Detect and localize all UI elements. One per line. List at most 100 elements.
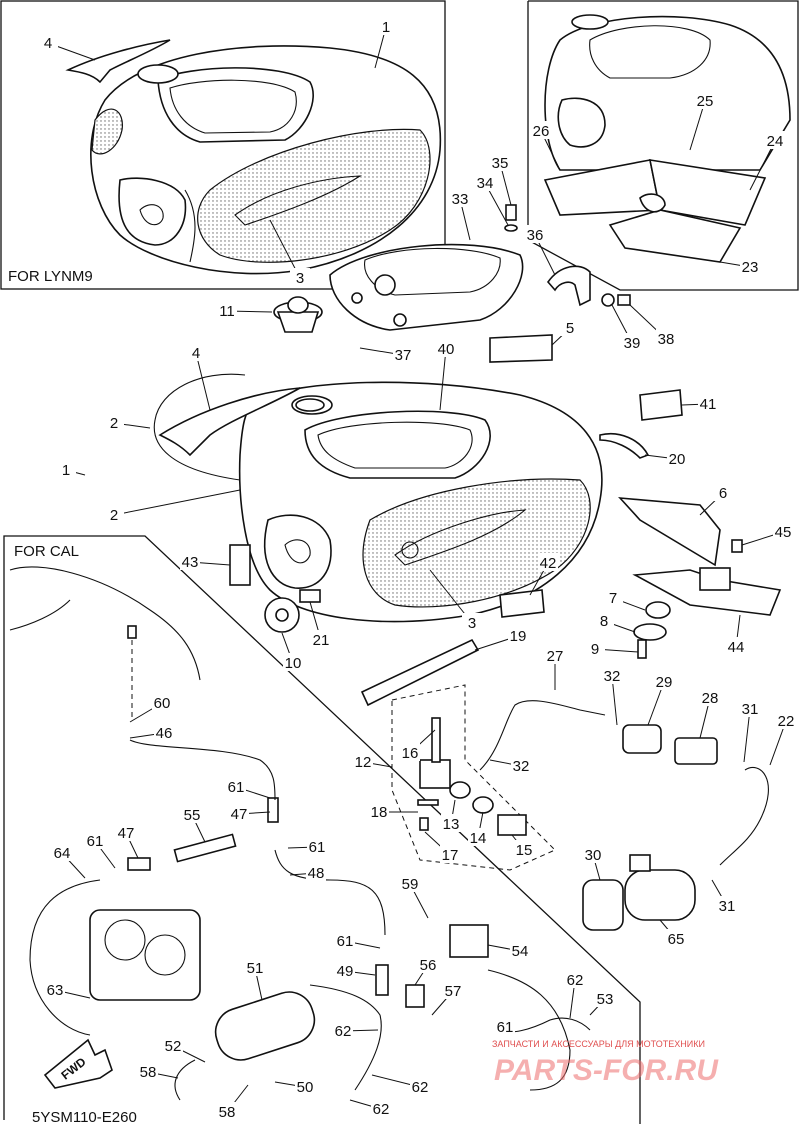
part-callout-number: 46 bbox=[156, 725, 173, 742]
part-callout-number: 19 bbox=[510, 628, 527, 645]
part-callout-number: 31 bbox=[742, 701, 759, 718]
part-callout-number: 40 bbox=[438, 341, 455, 358]
part-callout-number: 23 bbox=[742, 259, 759, 276]
inset-cal: FOR CAL bbox=[3, 535, 641, 1124]
part-callout-number: 27 bbox=[547, 648, 564, 665]
callout-background bbox=[400, 874, 420, 892]
part-callout-number: 58 bbox=[219, 1104, 236, 1121]
part-callout-number: 42 bbox=[540, 555, 557, 572]
callout-background bbox=[104, 505, 124, 523]
callout-leader bbox=[195, 352, 211, 411]
callout-background bbox=[666, 929, 686, 947]
callout-background bbox=[335, 961, 355, 979]
part-callout-number: 22 bbox=[778, 713, 795, 730]
inset-top-right bbox=[527, 0, 799, 291]
part-callout-number: 37 bbox=[395, 347, 412, 364]
callout-background bbox=[602, 666, 622, 684]
part-callout-number: 58 bbox=[140, 1064, 157, 1081]
part-callout-number: 32 bbox=[513, 758, 530, 775]
callout-background bbox=[462, 613, 482, 631]
callout-background bbox=[116, 823, 136, 841]
part-callout-number: 32 bbox=[604, 668, 621, 685]
callout-background bbox=[531, 121, 551, 139]
callout-background bbox=[595, 989, 615, 1007]
part-callout-number: 31 bbox=[719, 898, 736, 915]
part-callout-number: 48 bbox=[308, 865, 325, 882]
callout-background bbox=[538, 553, 558, 571]
callout-background bbox=[450, 189, 470, 207]
callout-background bbox=[441, 814, 461, 832]
part-callout-number: 28 bbox=[702, 690, 719, 707]
callout-background bbox=[376, 17, 396, 35]
part-callout-number: 2 bbox=[110, 415, 118, 432]
callout-background bbox=[307, 837, 327, 855]
main-fuel-tank bbox=[153, 243, 603, 623]
part-callout-number: 11 bbox=[219, 303, 235, 320]
part-callout-number: 53 bbox=[597, 991, 614, 1008]
callout-background bbox=[508, 626, 528, 644]
inset-cal-label: FOR CAL bbox=[14, 543, 79, 560]
callout-leader bbox=[689, 100, 706, 151]
part-callout-number: 56 bbox=[420, 957, 437, 974]
callout-background bbox=[436, 339, 456, 357]
callout-background bbox=[371, 1099, 391, 1117]
part-callout-number: 12 bbox=[355, 754, 372, 771]
callout-background bbox=[229, 804, 249, 822]
callout-background bbox=[152, 693, 172, 711]
part-callout-number: 13 bbox=[443, 816, 460, 833]
part-callout-number: 16 bbox=[402, 745, 419, 762]
inset-lynm9-label: FOR LYNM9 bbox=[8, 268, 93, 285]
part-callout-number: 54 bbox=[512, 943, 529, 960]
part-callout-number: 51 bbox=[247, 960, 264, 977]
callout-background bbox=[186, 343, 206, 361]
cal-inset-tank bbox=[9, 566, 201, 720]
callout-background bbox=[393, 345, 413, 363]
callout-background bbox=[585, 639, 605, 657]
callout-background bbox=[443, 981, 463, 999]
callout-background bbox=[726, 637, 746, 655]
callout-background bbox=[400, 743, 420, 761]
callout-background bbox=[182, 805, 202, 823]
callout-background bbox=[369, 802, 389, 820]
callout-background bbox=[45, 980, 65, 998]
part-callout-number: 6 bbox=[719, 485, 727, 502]
callout-leader bbox=[749, 140, 776, 191]
callout-background bbox=[56, 460, 76, 478]
callout-background bbox=[698, 394, 718, 412]
callout-background bbox=[418, 955, 438, 973]
callout-background bbox=[410, 1077, 430, 1095]
callout-background bbox=[295, 1077, 315, 1095]
callout-background bbox=[740, 699, 760, 717]
top-right-tank-pads bbox=[543, 14, 791, 263]
callout-background bbox=[565, 970, 585, 988]
part-callout-number: 45 bbox=[775, 524, 792, 541]
part-callout-number: 34 bbox=[477, 175, 494, 192]
part-callout-number: 50 bbox=[297, 1079, 314, 1096]
part-callout-number: 15 bbox=[516, 842, 533, 859]
callout-background bbox=[217, 1102, 237, 1120]
callout-background bbox=[154, 723, 174, 741]
diagram-code-label: 5YSM110-E260 bbox=[32, 1109, 137, 1126]
callout-background bbox=[510, 941, 530, 959]
callout-background bbox=[290, 268, 310, 286]
part-callout-number: 62 bbox=[567, 972, 584, 989]
part-callout-number: 4 bbox=[192, 345, 200, 362]
callout-background bbox=[545, 646, 565, 664]
part-callout-number: 57 bbox=[445, 983, 462, 1000]
part-callout-number: 26 bbox=[533, 123, 550, 140]
callout-background bbox=[490, 153, 510, 171]
callout-background bbox=[495, 1017, 515, 1035]
callout-background bbox=[468, 828, 488, 846]
callout-background bbox=[306, 863, 326, 881]
callout-background bbox=[622, 333, 642, 351]
part-callout-number: 44 bbox=[728, 639, 745, 656]
callout-background bbox=[311, 630, 331, 648]
part-callout-number: 9 bbox=[591, 641, 599, 658]
part-callout-number: 3 bbox=[296, 270, 304, 287]
part-callout-number: 55 bbox=[184, 807, 201, 824]
part-callout-number: 61 bbox=[228, 779, 245, 796]
callout-background bbox=[717, 896, 737, 914]
